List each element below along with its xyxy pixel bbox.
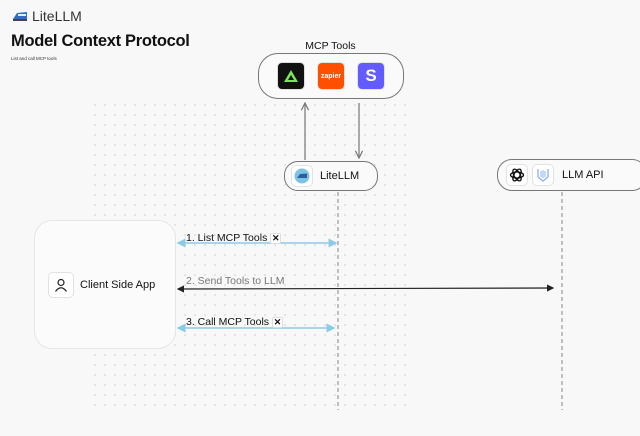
llm-api-node[interactable]: LLM API [497,159,640,191]
page-title: Model Context Protocol [11,32,190,50]
page-subtitle: List and call MCP tools [11,56,57,61]
stripe-icon[interactable]: S [357,62,385,90]
tools-icon: ✕ [272,316,284,328]
step-3-label: 3. Call MCP Tools✕ [186,316,284,328]
litellm-label: LiteLLM [320,170,360,182]
litellm-node[interactable]: LiteLLM [284,161,378,191]
user-icon [48,271,74,298]
client-side-app-node[interactable]: Client Side App [34,220,176,349]
brand-logo: LiteLLM [12,8,82,24]
mcp-tools-group: zapier S [258,53,404,99]
openai-icon [506,164,528,186]
step-2-arrow [176,284,555,293]
arize-icon[interactable] [277,62,305,90]
mcp-tools-label: MCP Tools [305,40,356,52]
step-1-text: 1. List MCP Tools [186,232,268,244]
step-1-label: 1. List MCP Tools✕ [186,232,282,244]
client-side-app-label: Client Side App [80,278,156,291]
step-3-text: 3. Call MCP Tools [186,316,270,328]
tools-icon: ✕ [270,232,282,244]
litellm-train-icon [13,12,27,21]
brand-name: LiteLLM [32,8,82,24]
llm-api-label: LLM API [562,169,604,181]
llama-index-icon [532,164,554,186]
litellm-icon [291,165,313,187]
step-2-label: 2. Send Tools to LLM [186,275,285,287]
zapier-icon[interactable]: zapier [317,62,345,90]
